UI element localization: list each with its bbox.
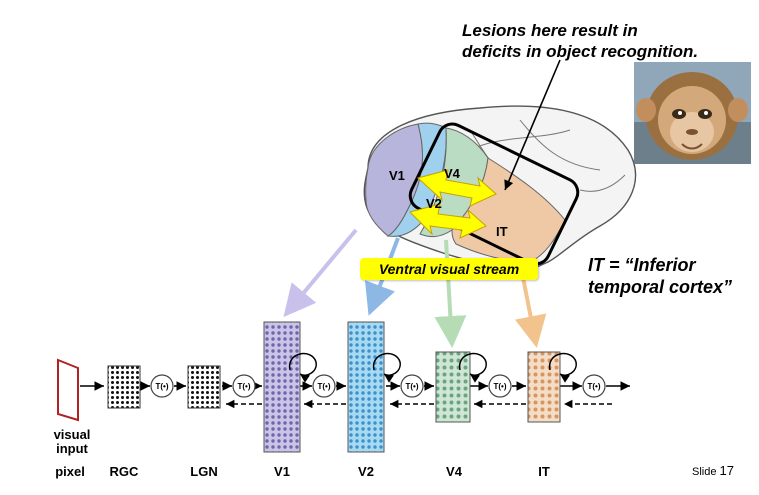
- brain-label-v1: V1: [389, 168, 405, 183]
- brain-label-v2: V2: [426, 196, 442, 211]
- arrow-v1: [283, 228, 358, 318]
- slide-number: Slide 17: [692, 463, 734, 478]
- stage-label-pixel: pixel: [55, 464, 85, 479]
- lgn-layer: [187, 365, 221, 409]
- transform-node-label: T(•): [493, 382, 506, 391]
- stage-label-it: IT: [538, 464, 550, 479]
- it-layer: [527, 351, 561, 423]
- visual-input-frame: [57, 358, 79, 422]
- visual-input-label: visual input: [53, 427, 91, 456]
- stage-label-lgn: LGN: [190, 464, 218, 479]
- brain-label-it: IT: [496, 224, 508, 239]
- lesion-callout: Lesions here result in deficits in objec…: [462, 21, 699, 61]
- v1-layer: [263, 321, 301, 453]
- monkey-brain: [363, 105, 637, 271]
- transform-node-label: T(•): [317, 382, 330, 391]
- callout-arrow: [504, 59, 561, 191]
- transform-nodes: T(•) T(•) T(•) T(•) T(•) T(•): [150, 374, 606, 398]
- transform-node-label: T(•): [587, 382, 600, 391]
- arrow-v4: [434, 239, 467, 348]
- stage-label-v1: V1: [274, 464, 290, 479]
- rgc-layer: [107, 365, 141, 409]
- brain-label-v4: V4: [444, 166, 461, 181]
- v2-layer: [347, 321, 385, 453]
- lightning-bolt-icon: [409, 203, 487, 239]
- stage-label-rgc: RGC: [109, 464, 139, 479]
- transform-node-label: T(•): [405, 382, 418, 391]
- v4-layer: [435, 351, 471, 423]
- lightning-bolt-icon: [416, 169, 497, 207]
- monkey-photo: [634, 62, 751, 164]
- transform-node-label: T(•): [155, 382, 168, 391]
- ventral-stream-label: Ventral visual stream: [360, 258, 538, 280]
- stage-label-v4: V4: [446, 464, 462, 479]
- it-definition: IT = “Inferior temporal cortex”: [588, 255, 733, 297]
- highlight-box: [408, 122, 580, 266]
- transform-node-label: T(•): [237, 382, 250, 391]
- stage-label-v2: V2: [358, 464, 374, 479]
